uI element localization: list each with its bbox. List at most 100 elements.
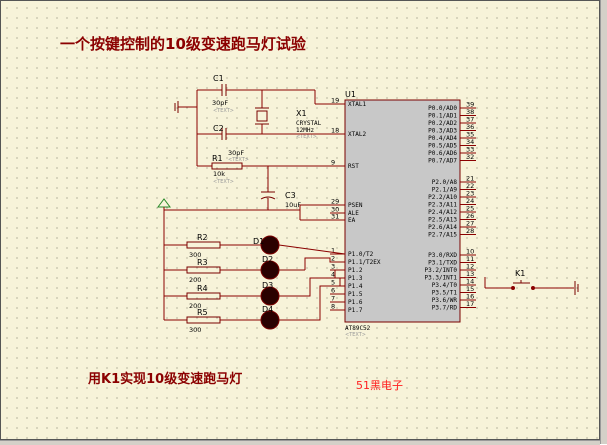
d1-ref: D1 [253,237,264,246]
u1-pin-number: 13 [466,270,474,278]
capacitor-c3[interactable]: C3 10uF [260,166,301,210]
u1-pin-name: P2.5/A13 [428,217,457,224]
u1-pin-number: 17 [466,300,474,308]
u1-pin-number: 27 [466,220,474,228]
c2-value: 30pF [228,149,244,157]
u1-pin-number: 26 [466,212,474,220]
u1-pin-name: P3.3/INT1 [424,275,457,282]
resistor-r3[interactable]: R3 200 [164,258,262,284]
u1-pin-name: P0.0/AD0 [428,105,457,112]
k1-ref: K1 [515,269,525,278]
c1-ref: C1 [213,74,224,83]
title-text: 一个按键控制的10级变速跑马灯试验 [60,35,307,53]
u1-pin-number: 39 [466,101,474,109]
led-d1[interactable]: D1 [253,235,280,255]
u1-pin-number: 33 [466,146,474,154]
u1-pin-number: 2 [331,255,335,263]
resistor-r4[interactable]: R4 200 [164,284,262,310]
u1-pin-name: P2.7/A15 [428,232,457,239]
watermark-text: 51黑电子 [356,379,403,392]
osc-ground-symbol [174,101,197,113]
vertical-scrollbar[interactable] [600,0,607,444]
r3-ref: R3 [197,258,208,267]
u1-pin-number: 4 [331,271,335,279]
resistor-r2[interactable]: R2 300 [164,233,262,259]
d3-ref: D3 [262,281,273,290]
u1-pin-number: 35 [466,131,474,139]
u1-pin-name: P3.6/WR [432,297,458,304]
r4-ref: R4 [197,284,208,293]
power-arrow-icon [157,198,171,320]
schematic-drawing: 一个按键控制的10级变速跑马灯试验 C1 30pF <TEXT> C2 30pF… [60,35,579,392]
r4-value: 200 [189,302,201,310]
u1-pin-name: P2.0/A8 [432,179,458,186]
c1-value: 30pF [212,99,228,107]
u1-pin-number: 25 [466,205,474,213]
u1-pin-name: XTAL1 [348,101,366,108]
u1-pin-name: P2.4/A12 [428,209,457,216]
u1-part: AT89C52 [345,325,371,332]
u1-pin-name: P0.1/AD1 [428,113,457,120]
u1-pin-number: 34 [466,138,474,146]
u1-pin-name: EA [348,217,356,224]
c1-sub: <TEXT> [213,108,234,114]
u1-pin-number: 22 [466,182,474,190]
u1-pin-number: 14 [466,278,474,286]
led-d2[interactable]: D2 [260,255,280,280]
r2-ref: R2 [197,233,208,242]
resistor-r1[interactable]: R1 10k <TEXT> [197,154,268,185]
u1-pin-name: P0.4/AD4 [428,135,457,142]
u1-pin-name: ALE [348,210,359,217]
r3-value: 200 [189,276,201,284]
u1-pin-number: 28 [466,227,474,235]
u1-pin-number: 8 [331,303,335,311]
u1-pin-number: 32 [466,153,474,161]
x1-ref: X1 [296,109,307,118]
u1-pin-name: P0.5/AD5 [428,143,457,150]
caption-text: 用K1实现10级变速跑马灯 [87,371,242,387]
d4-ref: D4 [262,305,273,314]
u1-pin-name: P1.0/T2 [348,251,374,258]
u1-ref: U1 [345,90,356,99]
u1-pin-name: RST [348,163,359,170]
u1-sub: <TEXT> [345,332,366,338]
u1-pin-number: 16 [466,293,474,301]
u1-pin-number: 29 [331,198,339,206]
u1-pin-name: P3.0/RXD [428,252,457,259]
u1-pin-number: 37 [466,116,474,124]
u1-pin-number: 9 [331,159,335,167]
r1-ref: R1 [212,154,223,163]
u1-pin-number: 12 [466,263,474,271]
u1-pin-number: 11 [466,255,474,263]
u1-pin-name: P1.4 [348,283,363,290]
capacitor-c2[interactable]: C2 30pF <TEXT> [197,124,262,163]
crystal-x1[interactable]: X1 CRYSTAL 12MHz <TEXT> [255,90,322,140]
capacitor-c1[interactable]: C1 30pF <TEXT> [197,74,262,114]
u1-pin-number: 23 [466,190,474,198]
u1-pin-number: 24 [466,197,474,205]
u1-pin-name: P1.7 [348,307,363,314]
u1-pin-name: P0.6/AD6 [428,150,457,157]
horizontal-scrollbar[interactable] [0,440,600,445]
u1-pin-number: 3 [331,263,335,271]
switch-k1[interactable]: K1 [484,269,574,290]
u1-pin-name: P3.5/T1 [432,290,458,297]
c3-ref: C3 [285,191,296,200]
led-d4[interactable]: D4 [260,305,280,330]
u1-pin-number: 10 [466,248,474,256]
u1-pin-name: P2.6/A14 [428,224,457,231]
resistor-r5[interactable]: R5 300 [164,308,262,334]
u1-pin-name: P2.3/A11 [428,202,457,209]
u1-pin-number: 6 [331,287,335,295]
u1-pin-name: P1.6 [348,299,363,306]
led-d3[interactable]: D3 [260,281,280,306]
r2-value: 300 [189,251,201,259]
u1-pin-number: 31 [331,213,339,221]
u1-pin-name: XTAL2 [348,131,366,138]
x1-value1: CRYSTAL [296,120,322,127]
u1-pin-name: P3.2/INT0 [424,267,457,274]
u1-pin-number: 38 [466,108,474,116]
c2-sub: <TEXT> [228,157,249,163]
